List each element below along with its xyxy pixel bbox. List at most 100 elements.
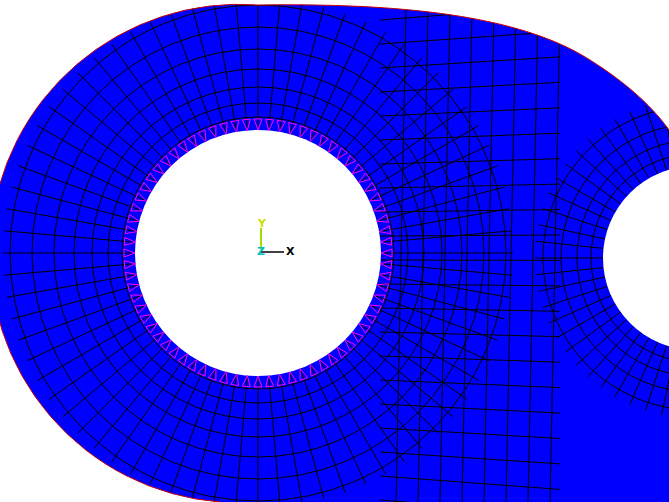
support-triangle [379, 272, 391, 280]
support-triangle [153, 164, 164, 174]
mesh-line [345, 340, 438, 433]
support-triangle [377, 215, 389, 223]
mesh-line [549, 295, 611, 323]
outer-edge [0, 4, 669, 502]
support-triangle [124, 249, 135, 257]
left-hole [135, 130, 381, 376]
mesh-line [440, 10, 450, 502]
mesh-line [380, 332, 560, 337]
support-triangle [140, 315, 152, 324]
mesh-line [380, 500, 560, 502]
mesh-line [78, 73, 171, 166]
support-triangle [320, 360, 329, 372]
mesh-line [539, 225, 606, 239]
support-triangle [352, 332, 363, 342]
mesh-line [352, 332, 453, 417]
support-triangle [381, 237, 392, 245]
mesh-line [380, 476, 560, 489]
mesh-line [12, 187, 140, 221]
support-triangle [277, 374, 285, 386]
mesh-line [556, 304, 615, 338]
mesh-line [269, 0, 281, 131]
mesh-line [484, 10, 494, 502]
support-triangle [169, 347, 179, 358]
mesh-line [320, 32, 386, 146]
support-triangle [140, 183, 152, 192]
support-triangle [300, 369, 308, 381]
support-triangle [231, 120, 239, 132]
mesh-line [381, 231, 513, 243]
mesh-line [337, 58, 422, 159]
support-triangle [365, 315, 377, 324]
mesh-line [543, 209, 608, 230]
mesh-line [646, 346, 667, 411]
support-triangle [188, 135, 197, 147]
mesh-line [49, 324, 157, 400]
support-triangle [125, 226, 137, 234]
mesh-line [380, 184, 560, 188]
mesh-line [550, 10, 560, 502]
logo-area [590, 0, 669, 16]
support-triangle [124, 261, 135, 269]
mesh-line [236, 0, 248, 131]
mesh-line [94, 347, 179, 448]
mesh-line [3, 253, 135, 254]
support-triangle [135, 305, 147, 313]
mesh-line [380, 284, 560, 286]
mesh-line [380, 159, 560, 164]
mesh-line [380, 404, 560, 413]
mesh-line [214, 374, 237, 502]
support-triangle [160, 155, 171, 166]
support-triangle [310, 365, 318, 377]
support-triangle [370, 305, 382, 313]
mesh-line [300, 13, 345, 137]
support-triangle [370, 193, 382, 201]
axis-label: X [286, 246, 294, 257]
mesh-line [258, 376, 259, 502]
support-triangle [131, 295, 143, 303]
constraint-symbols [124, 119, 392, 387]
support-triangle [277, 120, 285, 132]
support-triangle [125, 272, 137, 280]
mesh-line [462, 10, 472, 502]
mesh-line [380, 57, 560, 68]
mesh-line [380, 133, 560, 140]
support-triangle [198, 365, 206, 377]
support-triangle [289, 372, 297, 384]
mesh-line [380, 82, 560, 92]
mesh-line [329, 354, 405, 462]
mesh-line [380, 428, 560, 439]
mesh-line [236, 376, 248, 502]
mesh-line [171, 13, 216, 137]
mesh-line [112, 44, 188, 152]
mesh-line [290, 372, 324, 500]
mesh-line [646, 106, 667, 171]
mesh-line [377, 187, 505, 221]
mesh-line [662, 102, 669, 169]
mesh-line [630, 342, 658, 404]
mesh-line [78, 340, 171, 433]
mesh-line [192, 372, 226, 500]
mesh-line [131, 360, 197, 474]
support-triangle [310, 130, 318, 142]
support-triangle [345, 155, 356, 166]
mesh-line [536, 241, 604, 248]
support-triangle [300, 126, 308, 138]
support-triangle [208, 369, 216, 381]
support-triangle [178, 354, 188, 365]
support-triangle [242, 376, 250, 387]
support-triangle [365, 183, 377, 192]
mesh-line [290, 7, 324, 135]
mesh-line [12, 285, 140, 319]
mesh-line [214, 2, 237, 132]
support-triangle [359, 173, 370, 183]
mesh-line [536, 268, 604, 275]
mesh-line [49, 107, 157, 183]
mesh-line [171, 369, 216, 493]
support-triangle [329, 354, 339, 365]
right-hole [603, 166, 669, 350]
mesh-line [27, 305, 147, 361]
mesh-line [192, 7, 226, 135]
support-triangle [374, 203, 386, 211]
